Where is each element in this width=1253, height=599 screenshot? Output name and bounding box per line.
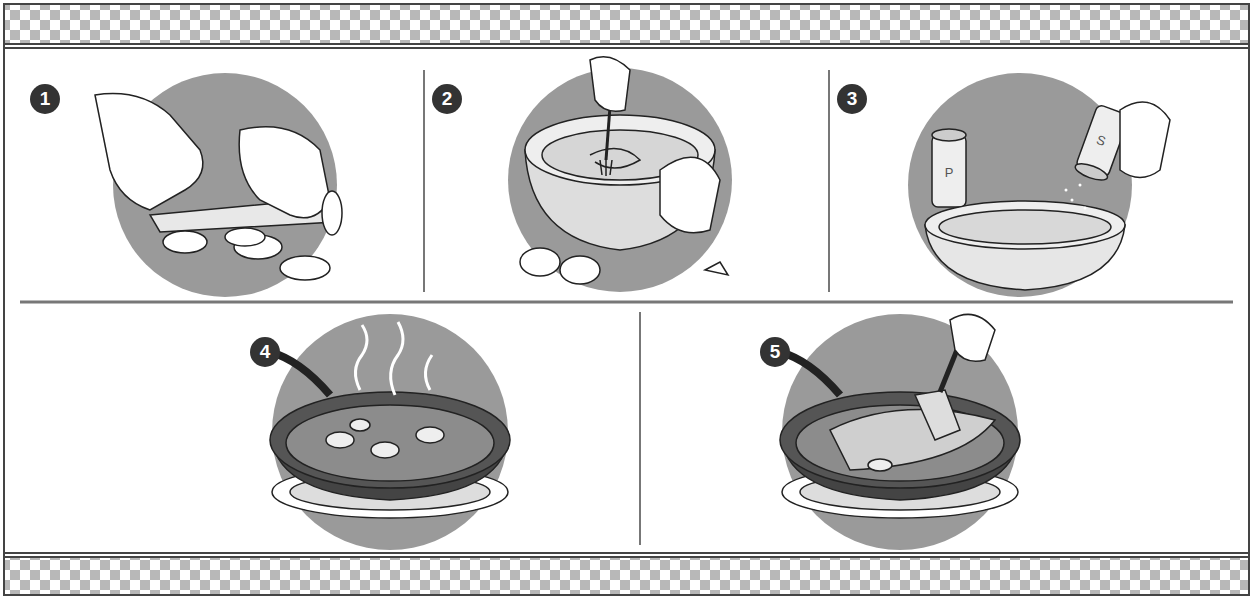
callout-number: 1 <box>30 84 60 114</box>
slicing-scene <box>95 73 342 297</box>
checker-band <box>4 4 1249 44</box>
shaker-letter: P <box>942 166 956 180</box>
callout-number: 2 <box>432 84 462 114</box>
frying-scene <box>270 314 510 550</box>
folding-scene <box>780 314 1020 550</box>
callout-number: 5 <box>760 337 790 367</box>
checker-band <box>4 557 1249 595</box>
seasoning-scene <box>908 73 1170 297</box>
callout-number: 4 <box>250 337 280 367</box>
panel-divider <box>20 301 1233 304</box>
whisking-scene <box>508 57 732 292</box>
callout-number: 3 <box>837 84 867 114</box>
